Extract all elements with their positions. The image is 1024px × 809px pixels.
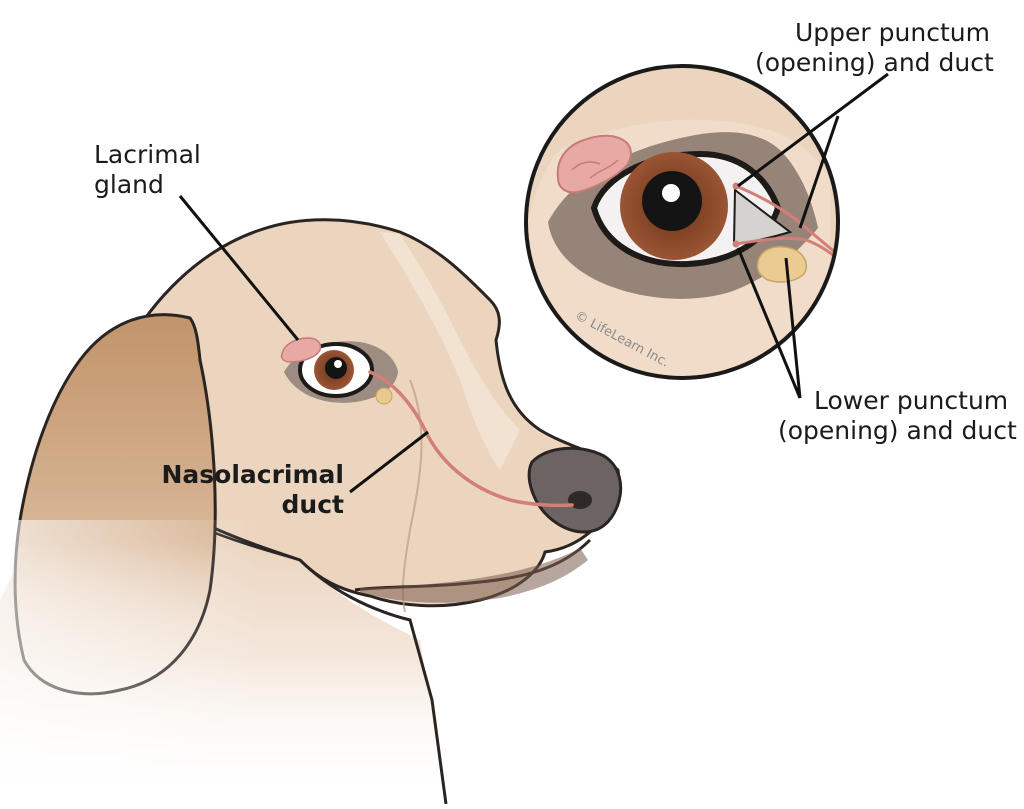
ear-fade <box>0 520 260 804</box>
leader-nasolacrimal-duct <box>349 430 429 494</box>
label-lacrimal-gland-line1: Lacrimal <box>94 140 201 169</box>
zoom-circle-border <box>524 64 840 380</box>
leader-upper-punctum-1 <box>737 72 889 188</box>
leader-lower-punctum-1 <box>736 247 802 399</box>
label-upper-punctum-line2: (opening) and duct <box>755 48 994 77</box>
lower-duct <box>735 236 838 264</box>
lacrimal-gland-large <box>556 134 632 194</box>
nostril <box>568 491 592 509</box>
label-lacrimal-gland-line2: gland <box>94 170 164 199</box>
label-lower-punctum-line2: (opening) and duct <box>778 416 1017 445</box>
zoom-circle-content: © LifeLearn Inc. <box>526 66 838 378</box>
large-eye-highlight <box>662 184 680 202</box>
small-eye-highlight <box>334 360 342 368</box>
lip-shadow <box>360 548 588 603</box>
label-nasolacrimal-duct-line1: Nasolacrimal <box>161 460 345 489</box>
leader-lower-punctum-2 <box>784 257 802 399</box>
label-upper-punctum: Upper punctum (opening) and duct <box>755 18 994 78</box>
label-lower-punctum-line1: Lower punctum <box>814 386 1009 415</box>
leader-lacrimal-gland <box>178 195 300 341</box>
nasolacrimal-duct-path <box>368 370 574 508</box>
label-upper-punctum-line1: Upper punctum <box>795 18 990 47</box>
label-lower-punctum: Lower punctum (opening) and duct <box>778 386 1017 446</box>
dog-nose <box>527 446 623 534</box>
upper-duct <box>735 184 838 260</box>
leader-upper-punctum-2 <box>798 115 840 229</box>
small-pupil <box>325 357 347 379</box>
label-nasolacrimal-duct: Nasolacrimal duct <box>150 460 345 520</box>
label-lacrimal-gland: Lacrimal gland <box>94 140 201 200</box>
label-nasolacrimal-duct-line2: duct <box>281 490 344 519</box>
accessory-gland-small <box>375 387 393 405</box>
forehead-shading <box>380 232 520 470</box>
throat-line <box>298 558 448 805</box>
accessory-gland-large <box>756 246 808 283</box>
